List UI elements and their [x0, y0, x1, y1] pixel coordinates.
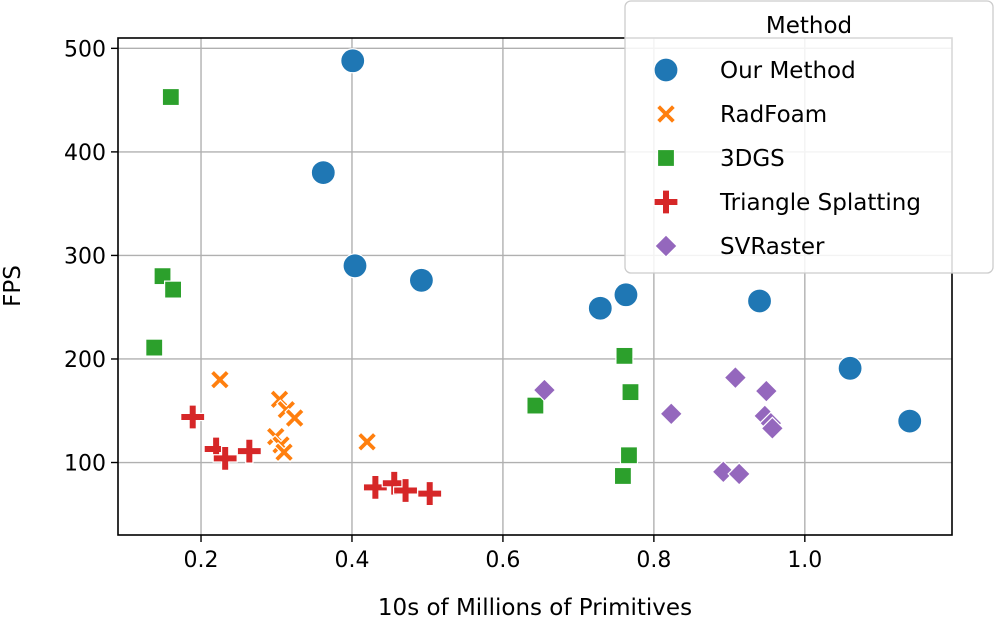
our-method-point	[342, 253, 368, 279]
3dgs-point	[619, 446, 639, 465]
our-method-point	[746, 288, 773, 314]
legend-marker-svraster	[654, 234, 678, 258]
triangle-splatting-point	[392, 477, 419, 504]
legend-label-radfoam: RadFoam	[720, 102, 827, 128]
legend-marker-radfoam	[655, 103, 677, 125]
x-axis-label: 10s of Millions of Primitives	[378, 595, 692, 620]
svraster-point	[727, 462, 752, 486]
our-method-point	[897, 408, 923, 434]
radfoam-point	[273, 441, 295, 463]
x-tick-label: 0.4	[334, 548, 369, 573]
legend-label-svraster: SVRaster	[720, 234, 825, 260]
triangle-splatting-point	[236, 438, 262, 464]
3dgs-point	[163, 280, 183, 299]
y-tick-label: 200	[64, 348, 106, 373]
svraster-point	[711, 459, 736, 484]
3dgs-point	[161, 87, 180, 107]
3dgs-point	[613, 466, 633, 486]
our-method-point	[340, 48, 366, 74]
x-tick-label: 0.8	[636, 548, 671, 573]
svraster-point	[723, 365, 748, 390]
radfoam-point	[356, 431, 378, 453]
triangle-splatting-point	[417, 480, 443, 507]
legend-label-triangle-splatting: Triangle Splatting	[719, 190, 921, 216]
svraster-point	[532, 378, 557, 402]
axis-ticks: 0.2 0.4 0.6 0.8 1.0 100 200 300 400 500	[64, 37, 822, 573]
3dgs-point	[153, 267, 172, 286]
x-tick-label: 0.2	[184, 548, 219, 573]
data-points	[145, 48, 923, 507]
our-method-point	[587, 295, 613, 321]
3dgs-point	[145, 338, 164, 357]
our-method-point	[613, 282, 639, 308]
y-axis-label: FPS	[0, 265, 26, 307]
triangle-splatting-point	[212, 445, 238, 471]
triangle-splatting-point	[381, 470, 407, 496]
svraster-point	[754, 379, 779, 403]
3dgs-point	[621, 383, 640, 402]
our-method-point	[310, 160, 336, 186]
radfoam-point	[284, 407, 305, 429]
svraster-point	[760, 416, 785, 441]
3dgs-point	[526, 396, 545, 415]
triangle-splatting-point	[362, 474, 388, 500]
y-tick-label: 300	[64, 244, 106, 269]
legend-label-our-method: Our Method	[720, 58, 856, 84]
legend-marker-our-method	[653, 57, 679, 83]
legend-label-3dgs: 3DGS	[720, 146, 785, 172]
our-method-point	[408, 267, 435, 293]
svraster-point	[659, 402, 684, 426]
triangle-splatting-point	[180, 404, 206, 430]
plot-frame	[117, 37, 953, 536]
y-tick-label: 500	[64, 37, 106, 62]
legend-title: Method	[766, 13, 852, 39]
legend-marker-triangle-splatting	[653, 189, 679, 215]
radfoam-point	[209, 369, 231, 391]
y-tick-label: 400	[64, 141, 106, 166]
3dgs-point	[615, 346, 634, 365]
our-method-point	[837, 355, 863, 381]
y-tick-label: 100	[64, 452, 106, 477]
legend-marker-3dgs	[656, 148, 676, 168]
x-tick-label: 0.6	[485, 548, 520, 573]
x-tick-label: 1.0	[787, 548, 822, 573]
legend-box	[624, 0, 994, 274]
